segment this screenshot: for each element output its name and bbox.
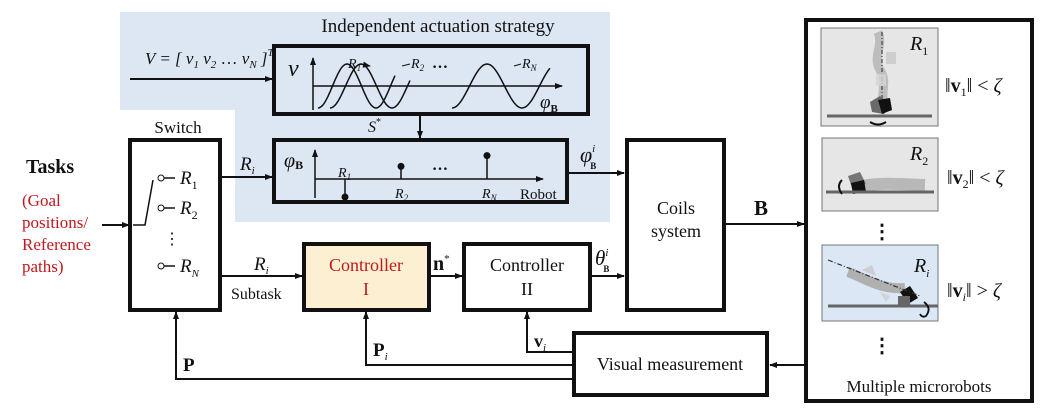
input-vector-label: V = [ v1 v2 … vN ]T xyxy=(145,47,275,71)
microrobots-title: Multiple microrobots xyxy=(847,377,992,396)
switch-vdots: ⋮ xyxy=(164,231,180,248)
ri-bottom-label: Ri xyxy=(253,254,269,277)
wave-plot-box xyxy=(272,44,590,116)
coils-label: Coils xyxy=(657,198,695,218)
stem-label-r1: R1 xyxy=(337,166,351,182)
tasks-subtext-line: (Goal xyxy=(22,191,61,210)
controller-1-label: Controller xyxy=(329,255,403,275)
stem-marks xyxy=(341,152,491,201)
tasks-subtext-line: paths) xyxy=(22,257,64,276)
visual-measurement-box[interactable] xyxy=(572,331,769,397)
wave-curve-2 xyxy=(329,63,411,109)
robots-vdots-bottom: ⋮ xyxy=(872,335,892,357)
svg-text:V = [ v1 v2 … vN ]T: V = [ v1 v2 … vN ]T xyxy=(145,47,275,71)
robot-i-condition: ‖vi‖ > ζ xyxy=(947,280,1003,304)
tasks-subtext-line: positions/ xyxy=(22,213,88,232)
stem-marker-2 xyxy=(397,162,405,170)
switch-output-rn: RN xyxy=(157,256,200,280)
controller-1-sublabel: I xyxy=(363,279,369,299)
vi-feedback-arrow xyxy=(524,311,574,353)
stem-label-r2: R2 xyxy=(394,187,409,203)
tasks-title: Tasks xyxy=(26,156,74,178)
svg-text:R1: R1 xyxy=(179,168,198,192)
svg-text:Ri: Ri xyxy=(913,255,929,280)
switch-lever xyxy=(133,179,154,226)
curve-label-r2: R2 xyxy=(410,57,425,73)
p-label: P xyxy=(183,355,195,376)
robot-2-condition: ‖v2‖ < ζ xyxy=(947,167,1006,191)
n-star-label: n* xyxy=(433,253,450,275)
coils-sublabel: system xyxy=(651,221,701,241)
stem-ellipsis: … xyxy=(432,157,448,174)
stem-plot-box xyxy=(272,138,569,204)
stem-label-rn: RN xyxy=(481,187,498,203)
svg-text:R2: R2 xyxy=(179,198,198,222)
stem-marker-3 xyxy=(483,152,491,160)
stem-plot-x-label: Robot xyxy=(520,187,558,203)
svg-text:R2: R2 xyxy=(909,143,928,168)
robot-panel-i[interactable]: Ri xyxy=(821,244,939,322)
curve-pointer-r1 xyxy=(359,61,371,68)
wave-curves xyxy=(317,63,551,109)
pi-label: Pi xyxy=(373,340,388,363)
curve-pointer-rn xyxy=(513,63,522,67)
controller-2-box[interactable] xyxy=(462,242,592,312)
switch-output-r1: R1 xyxy=(157,168,198,192)
coils-system-box[interactable] xyxy=(625,138,726,312)
stem-plot-y-label: φB xyxy=(284,150,303,172)
curve-label-rn: RN xyxy=(521,57,538,73)
robot-1-condition: ‖v1‖ < ζ xyxy=(945,75,1004,99)
robot-panel-1[interactable]: R1 xyxy=(820,27,939,127)
tasks-subtext-line: Reference xyxy=(22,235,91,254)
controller-2-label: Controller xyxy=(490,255,564,275)
wave-curve-1 xyxy=(317,63,396,109)
curve-label-ellipsis: … xyxy=(432,55,448,72)
controller-2-sublabel: II xyxy=(521,279,533,299)
vi-label: vi xyxy=(534,331,546,354)
visual-measurement-label: Visual measurement xyxy=(597,354,743,374)
strategy-title: Independent actuation strategy xyxy=(321,16,555,37)
stem-marker-1 xyxy=(341,193,349,201)
pi-feedback-arrow xyxy=(363,311,574,366)
svg-text:RN: RN xyxy=(179,256,200,280)
wave-plot-x-label: φB xyxy=(540,92,559,115)
robot-panel-2[interactable]: R2 xyxy=(821,137,939,212)
s-star-label: S* xyxy=(368,117,381,136)
ri-top-label: Ri xyxy=(239,154,255,177)
switch-output-r2: R2 xyxy=(157,198,198,222)
robots-vdots-top: ⋮ xyxy=(872,221,892,243)
curve-pointer-r2 xyxy=(401,63,411,67)
svg-text:R1: R1 xyxy=(909,33,928,58)
curve-label-r1: R1 xyxy=(347,57,361,73)
subtask-label: Subtask xyxy=(231,286,282,303)
switch-label: Switch xyxy=(154,118,202,137)
wave-curve-3 xyxy=(451,63,551,109)
p-feedback-arrow xyxy=(173,311,574,380)
wave-plot-y-label: v xyxy=(288,56,299,82)
b-field-label: B xyxy=(754,196,768,220)
wave-curve-labels: R1 R2 … RN xyxy=(347,55,538,73)
controller-1-box[interactable] xyxy=(302,242,431,312)
